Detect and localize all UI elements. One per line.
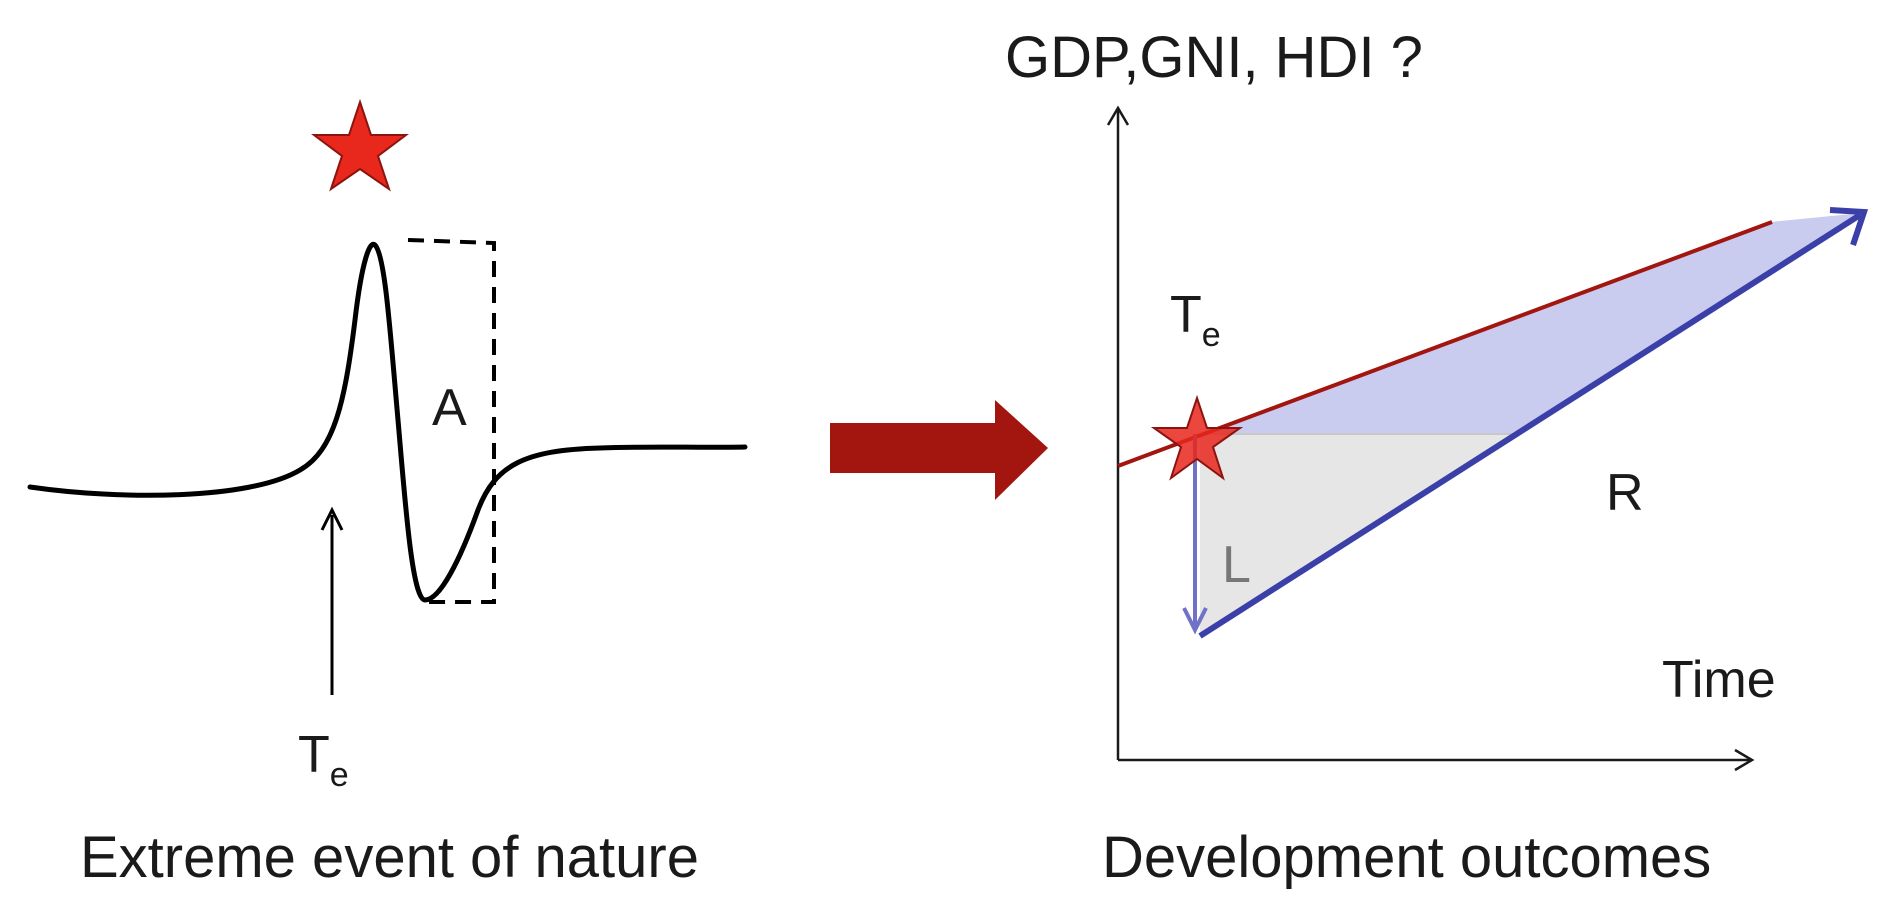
recovery-label: R [1606,464,1644,522]
x-axis-label: Time [1662,651,1776,709]
recovery-arrow [1198,212,1862,639]
star-icon [311,98,409,192]
event-star-icon [1150,394,1244,481]
trend-line [1117,220,1773,468]
transition-arrow-head [995,400,1048,500]
x-axis-arrowhead [1734,748,1755,772]
amplitude-label: A [432,379,467,437]
transition-arrow-shaft [830,423,1000,473]
y-axis-label: GDP,GNI, HDI ? [1005,25,1423,90]
right-panel: GDP,GNI, HDI ? Time Te L R Development [1005,25,1869,890]
left-panel: A Te Extreme event of nature [27,98,748,890]
recovery-arrowhead [1829,207,1869,246]
y-axis-arrowhead [1106,105,1130,126]
transition-arrow [830,400,1048,500]
left-caption: Extreme event of nature [80,825,699,890]
event-time-subscript: e [1202,316,1221,354]
event-time-letter: T [1170,286,1202,344]
loss-drop-arrowhead [1182,607,1208,635]
onset-time-subscript: e [330,756,349,794]
extreme-event-waveform [27,241,748,603]
onset-arrowhead [320,506,344,531]
recovery-region [1200,213,1862,434]
onset-time-label: Te [298,726,349,794]
onset-time-letter: T [298,726,330,784]
right-caption: Development outcomes [1102,825,1711,890]
loss-label: L [1222,536,1251,594]
event-time-label: Te [1170,286,1221,354]
amplitude-bracket [407,238,496,604]
